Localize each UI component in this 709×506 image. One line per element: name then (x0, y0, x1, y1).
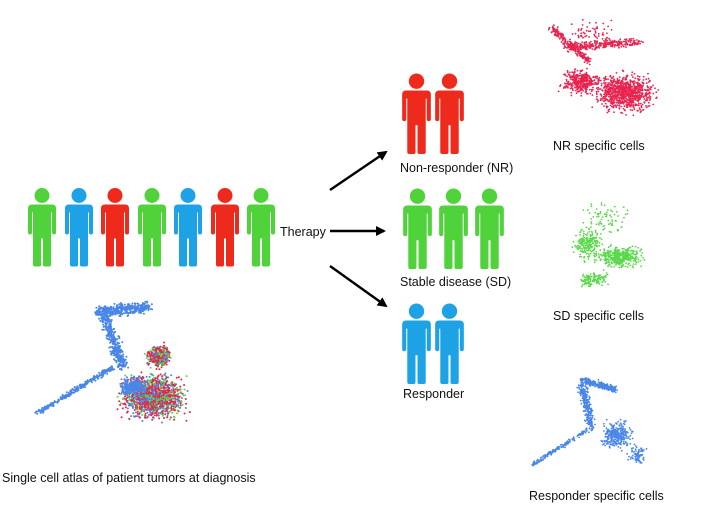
patient-person-icon (210, 185, 240, 268)
responder-cells-plot (522, 360, 657, 475)
stable-disease-person-icon (474, 187, 505, 269)
arrow-to-responder (329, 265, 388, 308)
arrow-to-non-responder (329, 150, 388, 191)
non-responder-label: Non-responder (NR) (400, 161, 514, 175)
stable-disease-person-icon (402, 187, 433, 269)
responder-label: Responder (403, 387, 465, 401)
therapy-label: Therapy (280, 225, 326, 239)
patient-person-icon (27, 185, 57, 268)
patient-person-icon (173, 185, 203, 268)
sd-cells-label: SD specific cells (553, 309, 644, 323)
patient-person-icon (100, 185, 130, 268)
stable-disease-label: Stable disease (SD) (400, 275, 512, 289)
sd-cells-plot (548, 185, 658, 300)
single-cell-atlas-plot (28, 292, 228, 442)
non-responder-person-icon (434, 72, 465, 154)
nr-cells-label: NR specific cells (553, 139, 645, 153)
nr-cells-plot (530, 12, 670, 127)
responder-person-icon (401, 302, 432, 384)
patient-person-icon (64, 185, 94, 268)
responder-person-icon (434, 302, 465, 384)
responder-cells-label: Responder specific cells (529, 489, 664, 503)
patient-person-icon (246, 185, 276, 268)
non-responder-person-icon (401, 72, 432, 154)
patient-person-icon (137, 185, 167, 268)
stable-disease-person-icon (438, 187, 469, 269)
atlas-label: Single cell atlas of patient tumors at d… (2, 471, 256, 485)
